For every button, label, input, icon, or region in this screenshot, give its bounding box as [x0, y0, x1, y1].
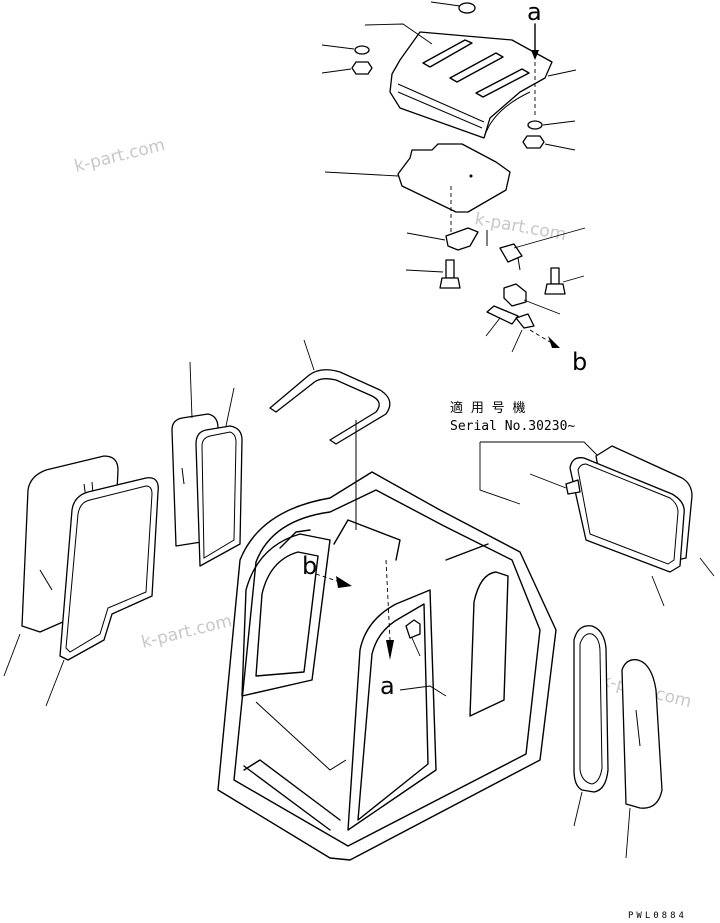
center-line	[529, 329, 551, 343]
guide-line	[486, 230, 521, 271]
glass-reflection	[635, 709, 641, 747]
seal-inner	[201, 431, 237, 559]
front-left-seal	[59, 477, 159, 661]
seal-inner	[579, 633, 603, 785]
center-line	[315, 573, 341, 583]
leader-line	[511, 329, 523, 353]
seal-inner	[65, 485, 153, 653]
watermark-text: k-part.com	[72, 135, 167, 177]
note-bracket	[479, 442, 521, 505]
leader-line	[225, 387, 235, 427]
leader-line	[513, 227, 586, 249]
leader-line	[364, 23, 433, 45]
bolt	[439, 259, 461, 289]
glass-reflection	[181, 467, 185, 485]
leader-line	[45, 659, 65, 707]
glass-reflection	[39, 569, 53, 591]
washer	[527, 120, 543, 130]
leader-line	[544, 143, 576, 151]
leader-line	[651, 575, 665, 607]
rubber-cap	[458, 2, 476, 14]
leader-line	[321, 68, 352, 74]
roof-liner-panel	[397, 143, 511, 213]
rear-right-seal	[569, 457, 685, 573]
bracket	[445, 227, 479, 251]
leader-line	[542, 120, 576, 126]
leader-line	[411, 637, 421, 657]
leader-line	[562, 275, 585, 283]
leader-line	[625, 807, 631, 859]
leader-line	[485, 317, 501, 337]
arrow-head	[548, 336, 560, 348]
leader-line	[699, 557, 715, 577]
leader-line	[430, 1, 461, 7]
leader-line	[399, 685, 447, 697]
hole	[469, 174, 473, 178]
reference-label-a: a	[380, 672, 395, 700]
clip	[503, 283, 527, 307]
bolt	[544, 267, 566, 295]
arrow-head	[386, 640, 394, 660]
applicability-serial: Serial No.30230~	[450, 419, 575, 434]
leader-line	[303, 339, 315, 371]
arrow-head	[336, 576, 352, 588]
leader-line	[321, 44, 355, 50]
drawing-code: PWL0884	[628, 911, 687, 921]
cab-frame	[217, 471, 557, 861]
nut	[351, 61, 373, 75]
leader-line	[3, 633, 21, 677]
pin-bolt	[486, 305, 519, 325]
latch	[565, 479, 581, 495]
note-bracket	[480, 441, 601, 459]
nut	[522, 135, 545, 149]
leader-line	[523, 299, 561, 315]
reference-label-b: b	[302, 552, 317, 580]
leader-line	[573, 791, 583, 827]
leader-line	[406, 232, 446, 241]
applicability-jp: 適 用 号 機	[450, 400, 525, 416]
arrow-head	[531, 50, 539, 60]
leader-line	[189, 361, 193, 419]
bracket	[499, 243, 523, 263]
center-line	[385, 559, 391, 641]
leader-line	[405, 269, 444, 273]
watermark-text: k-part.com	[139, 611, 234, 653]
leader-line	[529, 473, 567, 489]
roof-cover	[389, 31, 553, 139]
side-glass-seal	[195, 425, 243, 567]
seal-inner	[577, 463, 679, 565]
leader-line	[324, 171, 399, 177]
clip-small	[515, 313, 535, 329]
mount-bolt	[405, 619, 421, 639]
washer	[354, 45, 370, 55]
reference-label-a: a	[527, 0, 542, 26]
right-side-glass	[621, 659, 663, 809]
right-side-seal	[573, 625, 609, 793]
grab-handle	[269, 369, 391, 445]
leader-line	[547, 69, 577, 77]
reference-label-b: b	[572, 348, 587, 376]
